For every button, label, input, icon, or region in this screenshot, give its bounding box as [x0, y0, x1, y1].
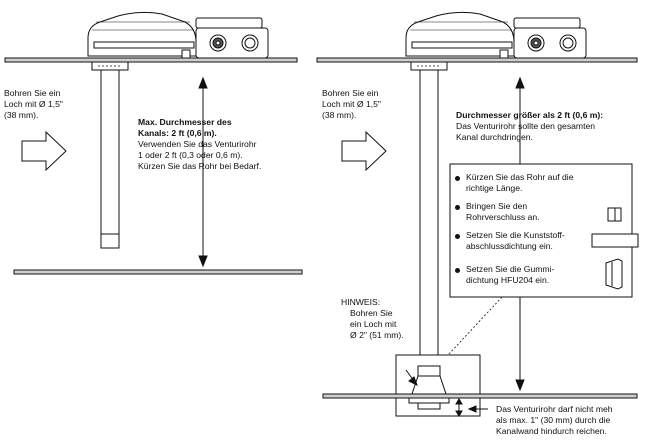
cap-icon [607, 207, 622, 222]
right-hollow-arrow-icon [341, 130, 387, 172]
protrusion-line-2: als max. 1" (30 mm) durch die [496, 415, 611, 425]
steps-box [449, 163, 633, 298]
left-hollow-arrow-icon [21, 130, 67, 172]
right-venturi-tube [419, 69, 439, 371]
left-max-body-1: Verwenden Sie das Venturirohr [138, 139, 257, 149]
rubber-gasket-icon [605, 258, 623, 290]
left-max-diameter-note: Max. Durchmesser des Kanals: 2 ft (0,6 m… [138, 117, 261, 172]
left-drill-line-2: Loch mit Ø 1,5" [4, 99, 63, 109]
step-1-line-2: richtige Länge. [466, 183, 523, 193]
left-dimension-arrow [198, 76, 208, 268]
right-larger-body-1: Das Venturirohr sollte den gesamten [456, 121, 596, 131]
left-max-body-2: 1 oder 2 ft (0,3 oder 0,6 m). [138, 150, 243, 160]
right-larger-body-2: Kanal durchdringen. [456, 132, 533, 142]
step-3-line-1: Setzen Sie die Kunststoff- [466, 230, 565, 240]
right-drill-line-2: Loch mit Ø 1,5" [322, 99, 381, 109]
step-4: Setzen Sie die Gummi- dichtung HFU204 ei… [466, 264, 554, 286]
right-larger-diameter-note: Durchmesser größer als 2 ft (0,6 m): Das… [456, 110, 603, 143]
right-duct-top [316, 57, 638, 63]
step-2: Bringen Sie den Rohrverschluss an. [466, 201, 540, 223]
left-drill-line-1: Bohren Sie ein [4, 88, 61, 98]
step-3-line-2: abschlussdichtung ein. [466, 241, 553, 251]
step-2-line-1: Bringen Sie den [466, 201, 528, 211]
step-4-bullet [455, 268, 460, 273]
protrusion-line-1: Das Venturirohr darf nicht meh [496, 404, 613, 414]
hinweis-line-1: Bohren Sie [350, 308, 393, 318]
protrusion-line-3: Kanalwand hindurch reichen. [496, 426, 607, 436]
left-max-heading-1: Max. Durchmesser des [138, 117, 232, 127]
left-drill-line-3: (38 mm). [4, 110, 39, 120]
left-panel-graphics [4, 11, 303, 275]
step-3: Setzen Sie die Kunststoff- abschlussdich… [466, 230, 565, 252]
right-device [405, 11, 587, 59]
right-duct-bottom [322, 393, 638, 399]
right-drill-line-1: Bohren Sie ein [322, 88, 379, 98]
step-2-bullet [455, 205, 460, 210]
hinweis-line-3: Ø 2" (51 mm). [350, 330, 404, 340]
right-panel-graphics [316, 11, 639, 417]
note-pointer-arrow [405, 369, 418, 387]
step-1-line-1: Kürzen Sie das Rohr auf die [466, 172, 574, 182]
bottom-note-pointer [467, 405, 488, 413]
step-3-bullet [455, 234, 460, 239]
left-device [87, 11, 269, 59]
protrusion-note: Das Venturirohr darf nicht meh als max. … [496, 404, 613, 437]
left-duct-bottom [13, 269, 303, 275]
left-venturi-tube [100, 69, 120, 249]
left-max-heading-2: Kanals: 2 ft (0,6 m). [138, 128, 217, 138]
hinweis-line-2: ein Loch mit [350, 319, 397, 329]
left-max-body-3: Kürzen Sie das Rohr bei Bedarf. [138, 161, 262, 171]
step-1-bullet [455, 176, 460, 181]
step-4-line-1: Setzen Sie die Gummi- [466, 264, 555, 274]
right-drill-note: Bohren Sie ein Loch mit Ø 1,5" (38 mm). [322, 88, 381, 121]
step-4-line-2: dichtung HFU204 ein. [466, 275, 550, 285]
hinweis-label: HINWEIS: [341, 297, 381, 307]
step-1: Kürzen Sie das Rohr auf die richtige Län… [466, 172, 574, 194]
left-drill-note: Bohren Sie ein Loch mit Ø 1,5" (38 mm). [4, 88, 63, 121]
right-larger-heading: Durchmesser größer als 2 ft (0,6 m): [456, 110, 604, 120]
callout-line [448, 296, 503, 355]
protrusion-dimension-icon [455, 398, 463, 417]
plastic-seal-icon [591, 233, 639, 248]
left-duct-top [4, 57, 298, 63]
bottom-fitting [408, 365, 450, 410]
step-2-line-2: Rohrverschluss an. [466, 212, 540, 222]
right-drill-line-3: (38 mm). [322, 110, 357, 120]
hinweis-note: HINWEIS: Bohren Sie ein Loch mit Ø 2" (5… [341, 297, 404, 341]
